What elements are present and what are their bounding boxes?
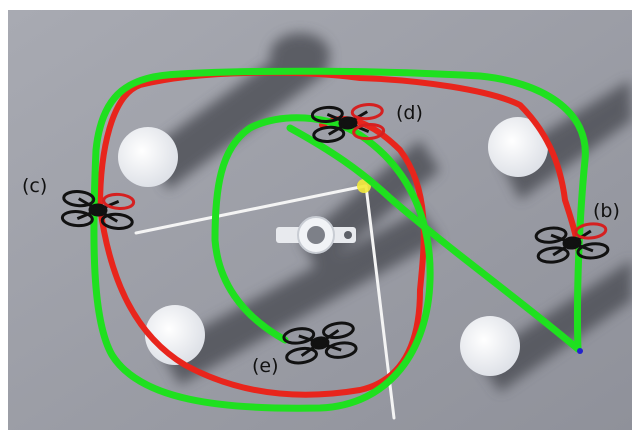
quadcopter-icon bbox=[282, 321, 358, 365]
drone-b bbox=[534, 222, 610, 264]
pillar-icon bbox=[118, 127, 178, 187]
shadows bbox=[148, 33, 632, 392]
robot-icon bbox=[276, 216, 356, 254]
quadcopter-icon bbox=[534, 222, 610, 264]
drone-e bbox=[282, 321, 358, 365]
quadcopter-icon bbox=[60, 190, 136, 230]
drone-c bbox=[60, 190, 136, 230]
label-e: (e) bbox=[252, 355, 279, 377]
end-marker bbox=[577, 348, 583, 354]
quadcopter-icon bbox=[310, 103, 386, 143]
label-c: (c) bbox=[22, 175, 47, 197]
label-d: (d) bbox=[396, 102, 423, 124]
pillar-icon bbox=[488, 117, 548, 177]
pillar-icon bbox=[460, 316, 520, 376]
pillars bbox=[118, 117, 548, 376]
flown-path bbox=[90, 67, 589, 412]
label-b: (b) bbox=[593, 200, 620, 222]
drone-d bbox=[310, 103, 386, 143]
